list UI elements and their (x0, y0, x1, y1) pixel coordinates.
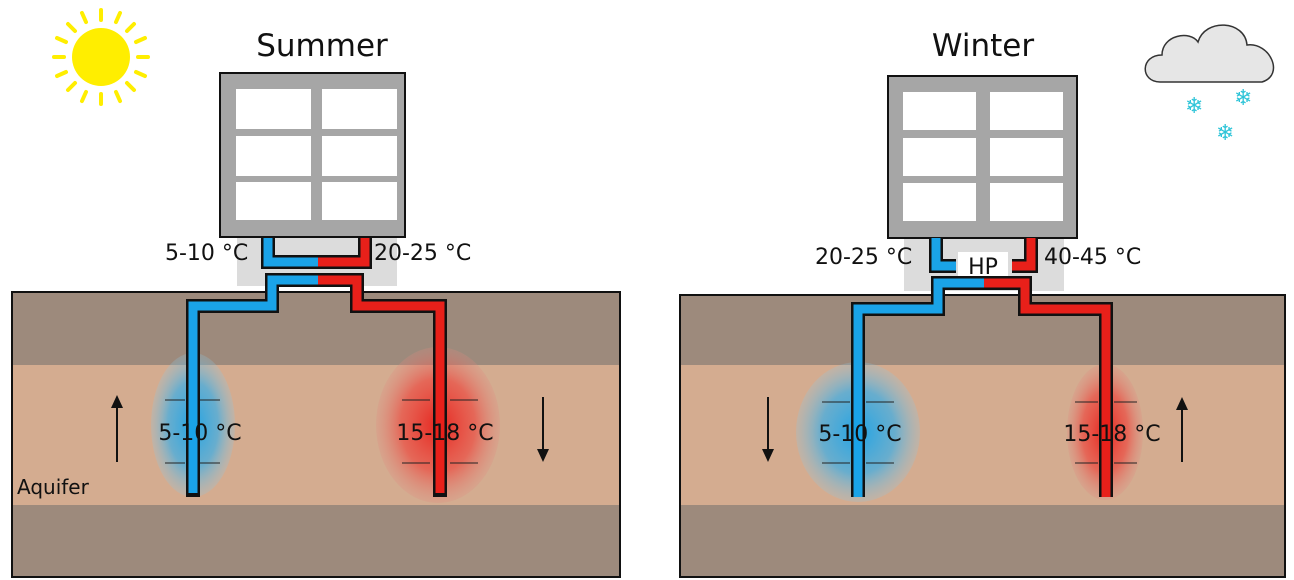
arrow-up-icon (1176, 397, 1188, 462)
winter-panel: Winter ❄ ❄ ❄ (679, 24, 1286, 578)
summer-warm-supply-temp: 20-25 °C (374, 241, 471, 266)
summer-cold-supply-temp: 5-10 °C (165, 241, 248, 266)
summer-title: Summer (256, 28, 388, 64)
summer-flow-arrows (165, 399, 478, 464)
aquifer-label: Aquifer (17, 475, 90, 499)
summer-panel: Summer (11, 8, 621, 578)
sun-icon (52, 8, 150, 106)
winter-warm-supply-temp: 40-45 °C (1044, 245, 1141, 270)
heat-pump (958, 252, 1008, 278)
summer-aquifer (13, 365, 619, 505)
summer-cold-pipe (188, 275, 318, 497)
winter-cold-pipe (853, 278, 984, 497)
summer-cold-well-temp: 5-10 °C (158, 421, 241, 446)
winter-warm-well-temp: 15-18 °C (1063, 422, 1160, 447)
winter-building (887, 75, 1078, 239)
svg-text:❄: ❄ (1216, 121, 1234, 146)
arrow-down-icon (537, 397, 549, 462)
winter-title: Winter (932, 28, 1034, 64)
summer-building (219, 72, 406, 238)
winter-warm-pipe (984, 278, 1111, 497)
summer-warm-well-temp: 15-18 °C (396, 421, 493, 446)
svg-text:❄: ❄ (1185, 94, 1203, 119)
winter-cold-well-temp: 5-10 °C (818, 422, 901, 447)
summer-warm-pipe (318, 275, 445, 497)
heat-pump-label: HP (968, 255, 998, 280)
winter-cold-supply-temp: 20-25 °C (815, 245, 912, 270)
winter-flow-arrows (822, 401, 1137, 464)
arrow-up-icon (111, 395, 123, 462)
winter-aquifer (681, 365, 1284, 505)
snow-cloud-icon: ❄ ❄ ❄ (1144, 24, 1275, 146)
arrow-down-icon (762, 397, 774, 462)
svg-text:❄: ❄ (1234, 86, 1252, 111)
